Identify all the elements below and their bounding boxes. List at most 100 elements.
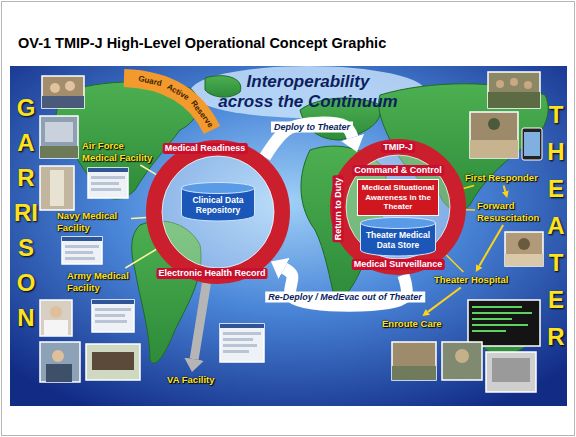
photo-detail	[470, 140, 518, 158]
flow-arrow	[479, 225, 503, 266]
photo-thumbnail	[40, 166, 74, 210]
photo-detail	[505, 254, 543, 266]
phone-thumbnail	[522, 128, 542, 160]
globe-panel: Clinical Data Repository Medical Readines…	[10, 66, 567, 406]
photo-detail	[510, 78, 518, 86]
photo-detail	[45, 122, 73, 142]
photo-frame	[40, 116, 78, 158]
photo-detail	[488, 118, 500, 130]
screenshot-thumbnail	[220, 324, 264, 362]
photo-detail	[50, 83, 60, 93]
terminal-line	[472, 330, 506, 332]
facility-label: Navy Medical Facility	[57, 210, 129, 233]
photo-thumbnail	[40, 342, 80, 382]
facility-label: Army Medical Facility	[65, 268, 141, 295]
facility-label: VA Facility	[165, 372, 217, 388]
diagram-title: OV-1 TMIP-J High-Level Operational Conce…	[18, 34, 386, 52]
phone-body	[522, 128, 542, 160]
facility-label: Forward Resuscitation	[477, 200, 545, 223]
screenshot-detail	[91, 188, 121, 191]
screenshot-thumbnail	[88, 168, 128, 198]
data-link	[125, 249, 156, 268]
ring-label: Medical Surveillance	[352, 259, 445, 270]
photo-detail	[52, 350, 64, 362]
terminal-thumbnail	[468, 300, 540, 346]
photo-thumbnail	[86, 344, 140, 380]
photo-frame	[470, 112, 518, 158]
ring-label: Electronic Health Record	[156, 268, 267, 279]
ring-label: Command & Control	[352, 165, 444, 176]
facility-label: Air Force Medical Facility	[82, 140, 154, 163]
facility-label: First Responder	[465, 172, 538, 184]
screenshot-thumbnail	[62, 237, 102, 264]
ring-label: Medical Readiness	[163, 143, 248, 154]
screenshot-detail	[95, 308, 131, 311]
command-ring: Medical Situational Awareness in the The…	[330, 139, 466, 275]
ring-edge	[346, 155, 450, 259]
facility-label: Army Medical Facility	[67, 270, 139, 293]
arrow-label: Deploy to Theater	[271, 122, 353, 133]
photo-detail	[40, 146, 78, 158]
photo-frame	[392, 342, 436, 380]
connector-group	[125, 123, 505, 360]
screenshot-frame	[92, 300, 134, 332]
flow-arrow	[428, 288, 461, 312]
photo-detail	[65, 81, 75, 91]
photo-thumbnail	[486, 352, 536, 392]
ring-label: Return to Duty	[333, 176, 344, 243]
screenshot-detail	[92, 300, 134, 304]
transfer-arrow	[194, 283, 206, 359]
cylinder-top	[182, 183, 255, 194]
screenshot-detail	[88, 168, 128, 172]
photo-detail	[50, 170, 64, 206]
data-link	[463, 186, 474, 189]
globe-panel	[10, 66, 567, 406]
photo-frame	[488, 72, 540, 108]
ring-band	[338, 147, 458, 267]
database-cylinder: Theater Medical Data Store	[360, 217, 436, 256]
photo-thumbnail	[488, 72, 540, 108]
photo-detail	[92, 352, 134, 370]
photo-detail	[46, 364, 72, 382]
photo-frame	[40, 166, 74, 210]
photo-detail	[50, 306, 62, 318]
force-arc: GuardActiveReserve	[118, 70, 218, 136]
screenshot-detail	[65, 257, 95, 260]
photo-detail	[488, 92, 540, 108]
facility-label: Theater Hospital	[434, 274, 508, 286]
photo-thumbnail	[470, 112, 518, 158]
screenshot-frame	[62, 237, 102, 264]
status-label: Medical Situational Awareness in the The…	[361, 183, 435, 212]
screenshot-detail	[62, 237, 102, 241]
arc-outline	[118, 70, 218, 136]
photo-frame	[486, 352, 536, 392]
side-label: GARRISON	[14, 90, 38, 335]
care-stage-label: Theater Hospital	[432, 272, 510, 288]
ring-band	[154, 148, 282, 276]
facility-label: Enroute Care	[382, 318, 442, 330]
screenshot-frame	[88, 168, 128, 198]
photo-detail	[44, 320, 68, 336]
photo-thumbnail	[40, 116, 78, 158]
banner-glow	[190, 66, 426, 118]
data-link	[466, 209, 475, 211]
photo-thumbnail	[505, 232, 543, 266]
readiness-ring: Clinical Data Repository Medical Readines…	[146, 140, 290, 284]
screenshot-detail	[95, 314, 125, 317]
screenshot-detail	[223, 344, 257, 347]
photo-thumbnail	[40, 300, 72, 336]
facility-label: VA Facility	[167, 374, 215, 386]
data-link	[131, 217, 146, 218]
screenshot-detail	[91, 176, 125, 179]
photo-frame	[86, 344, 140, 380]
arrow-label: Re-Deploy / MedEvac out of Theater	[265, 292, 425, 303]
photo-frame	[42, 76, 84, 108]
flow-arrow	[504, 186, 506, 192]
cylinder-top	[361, 218, 436, 229]
photo-detail	[524, 81, 532, 89]
photo-thumbnail	[42, 76, 84, 108]
photo-frame	[442, 342, 482, 380]
database-cylinder: Clinical Data Repository	[181, 182, 255, 221]
photo-detail	[518, 238, 530, 250]
